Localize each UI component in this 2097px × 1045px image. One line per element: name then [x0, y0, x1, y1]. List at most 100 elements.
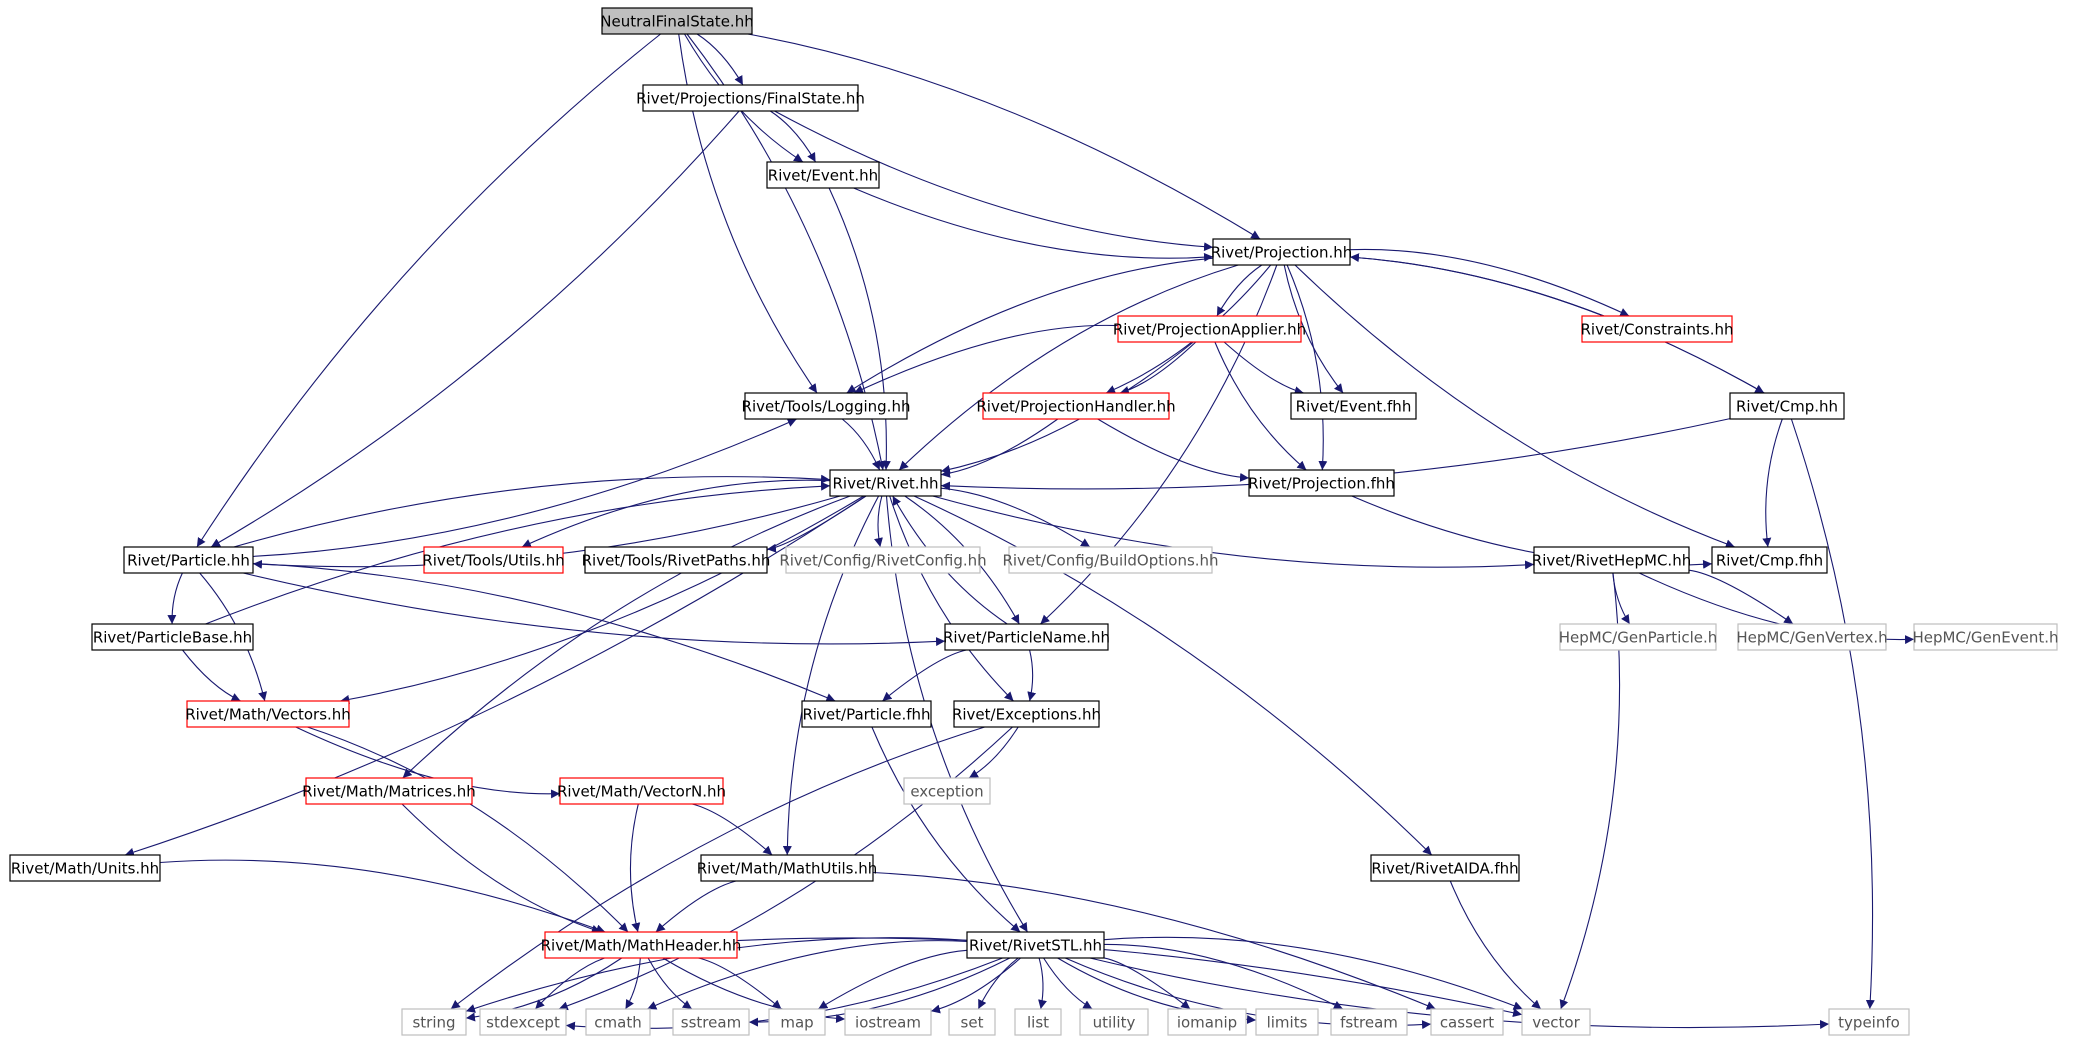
edge-vectorn-to-mathheader — [629, 803, 641, 933]
node-rivetpaths[interactable]: Rivet/Tools/RivetPaths.hh — [582, 546, 771, 574]
node-box — [186, 700, 350, 728]
node-box — [1430, 1008, 1504, 1036]
node-label: Rivet/Projections/FinalState.hh — [636, 90, 865, 108]
node-label: iostream — [855, 1014, 921, 1032]
node-logging[interactable]: Rivet/Tools/Logging.hh — [742, 392, 911, 420]
node-genparticle: HepMC/GenParticle.h — [1559, 623, 1717, 651]
node-label: Rivet/Tools/Logging.hh — [742, 398, 911, 416]
node-genevent: HepMC/GenEvent.h — [1912, 623, 2059, 651]
node-particlebase[interactable]: Rivet/ParticleBase.hh — [91, 623, 254, 651]
edge-particle-to-logging — [252, 418, 797, 557]
node-cmp[interactable]: Rivet/Cmp.hh — [1729, 392, 1845, 420]
node-typeinfo: typeinfo — [1828, 1008, 1910, 1036]
node-box — [1008, 546, 1213, 574]
node-box — [423, 546, 564, 574]
node-box — [479, 1008, 567, 1036]
node-sstream: sstream — [672, 1008, 750, 1036]
node-box — [401, 1008, 467, 1036]
node-projfhh[interactable]: Rivet/Projection.fhh — [1248, 469, 1395, 497]
node-cmpfhh[interactable]: Rivet/Cmp.fhh — [1711, 546, 1828, 574]
node-box — [966, 931, 1105, 959]
node-box — [559, 777, 724, 805]
node-box — [903, 777, 991, 805]
node-limits: limits — [1255, 1008, 1319, 1036]
node-label: Rivet/Math/VectorN.hh — [557, 783, 726, 801]
node-box — [744, 392, 908, 420]
node-label: NeutralFinalState.hh — [600, 13, 753, 31]
node-box — [1330, 1008, 1408, 1036]
node-label: Rivet/Particle.hh — [127, 552, 250, 570]
edge-projhandler-to-projfhh — [1097, 418, 1250, 482]
node-label: Rivet/Config/RivetConfig.hh — [779, 552, 986, 570]
node-vector: vector — [1521, 1008, 1591, 1036]
node-proj[interactable]: Rivet/Projection.hh — [1211, 238, 1353, 266]
node-rivetaida[interactable]: Rivet/RivetAIDA.fhh — [1370, 854, 1520, 882]
node-mathutils[interactable]: Rivet/Math/MathUtils.hh — [697, 854, 878, 882]
edge-rivetstl-to-iomanip — [1103, 957, 1191, 1010]
node-box — [1711, 546, 1828, 574]
node-nfs[interactable]: NeutralFinalState.hh — [600, 7, 754, 35]
node-label: HepMC/GenVertex.h — [1736, 629, 1887, 647]
edge-rivetstl-to-list — [1038, 957, 1047, 1010]
node-box — [305, 777, 473, 805]
node-box — [1014, 1008, 1062, 1036]
node-box — [642, 84, 859, 112]
node-label: Rivet/Constraints.hh — [1581, 321, 1734, 339]
node-stdexcept: stdexcept — [479, 1008, 567, 1036]
node-exceptions[interactable]: Rivet/Exceptions.hh — [952, 700, 1101, 728]
node-particle[interactable]: Rivet/Particle.hh — [123, 546, 254, 574]
edge-nfs-to-proj — [747, 33, 1261, 240]
edge-vectors-to-mathheader — [307, 726, 629, 933]
node-vectors[interactable]: Rivet/Math/Vectors.hh — [185, 700, 351, 728]
node-matrices[interactable]: Rivet/Math/Matrices.hh — [302, 777, 476, 805]
edge-particle-to-rivet — [233, 474, 831, 548]
node-iostream: iostream — [844, 1008, 932, 1036]
node-particlename[interactable]: Rivet/ParticleName.hh — [943, 623, 1110, 651]
node-box — [953, 700, 1100, 728]
edge-projapp-to-rivet — [940, 341, 1194, 474]
edge-particlefhh-to-rivetstl — [871, 726, 1021, 933]
node-box — [1255, 1008, 1319, 1036]
node-rivetstl[interactable]: Rivet/RivetSTL.hh — [966, 931, 1105, 959]
edge-units-to-mathheader — [159, 859, 606, 934]
node-vectorn[interactable]: Rivet/Math/VectorN.hh — [557, 777, 726, 805]
node-constraints[interactable]: Rivet/Constraints.hh — [1581, 315, 1734, 343]
node-label: Rivet/Event.hh — [768, 167, 878, 185]
node-mathheader[interactable]: Rivet/Math/MathHeader.hh — [541, 931, 742, 959]
node-projhandler[interactable]: Rivet/ProjectionHandler.hh — [976, 392, 1176, 420]
node-label: Rivet/Cmp.hh — [1736, 398, 1838, 416]
edge-particlebase-to-vectors — [182, 649, 241, 702]
node-list: list — [1014, 1008, 1062, 1036]
node-label: cmath — [594, 1014, 641, 1032]
edge-projapp-to-logging — [853, 324, 1119, 394]
node-label: vector — [1532, 1014, 1580, 1032]
edge-particlename-to-particlefhh — [882, 649, 967, 702]
node-box — [785, 546, 981, 574]
edge-rivetstl-to-iostream — [930, 957, 1021, 1014]
node-label: Rivet/Math/Matrices.hh — [302, 783, 476, 801]
node-label: utility — [1093, 1014, 1136, 1032]
edge-event-to-proj — [853, 187, 1214, 262]
node-particlefhh[interactable]: Rivet/Particle.fhh — [801, 700, 932, 728]
edge-particle-to-particlebase — [167, 572, 183, 625]
node-rivet[interactable]: Rivet/Rivet.hh — [829, 469, 942, 497]
node-units[interactable]: Rivet/Math/Units.hh — [9, 854, 161, 882]
node-box — [9, 854, 161, 882]
node-eventfhh[interactable]: Rivet/Event.fhh — [1290, 392, 1417, 420]
edge-projapp-to-eventfhh — [1223, 341, 1304, 396]
edge-proj-to-rivet — [898, 264, 1239, 471]
node-event[interactable]: Rivet/Event.hh — [766, 161, 880, 189]
node-box — [1212, 238, 1351, 266]
node-box — [1167, 1008, 1247, 1036]
node-fs[interactable]: Rivet/Projections/FinalState.hh — [636, 84, 865, 112]
node-utils[interactable]: Rivet/Tools/Utils.hh — [422, 546, 565, 574]
node-iomanip: iomanip — [1167, 1008, 1247, 1036]
node-label: typeinfo — [1838, 1014, 1900, 1032]
node-box — [601, 7, 753, 35]
node-label: Rivet/Tools/Utils.hh — [422, 552, 564, 570]
node-projapp[interactable]: Rivet/ProjectionApplier.hh — [1113, 315, 1306, 343]
edge-mathheader-to-vector — [736, 937, 1523, 1018]
edge-rivet-to-buildopts — [940, 487, 1091, 548]
node-label: Rivet/ParticleBase.hh — [93, 629, 252, 647]
node-rivethepmc[interactable]: Rivet/RivetHepMC.hh — [1532, 546, 1691, 574]
